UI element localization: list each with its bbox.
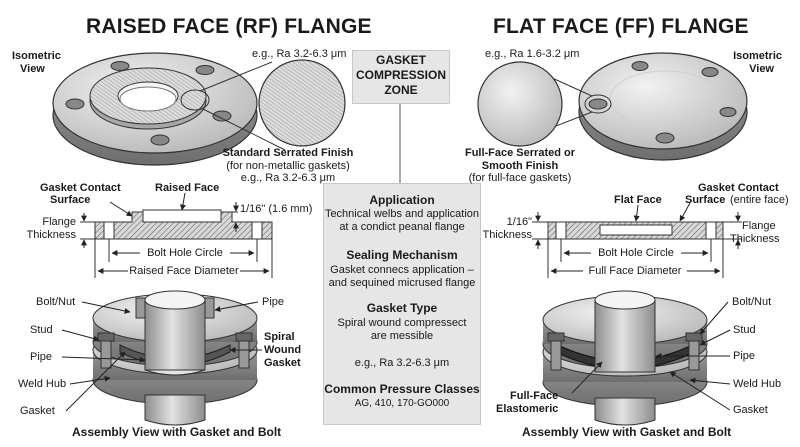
ff-finish-title-2: Smooth Finish <box>481 160 559 172</box>
rf-height-label: 1/16" (1.6 mm) <box>240 203 313 215</box>
rf-isometric-label-2: View <box>20 63 45 75</box>
rf-gasket-contact-1: Gasket Contact <box>40 182 121 194</box>
ff-gasket-label: Gasket <box>733 404 768 416</box>
pressure-title: Common Pressure Classes <box>324 382 480 396</box>
rf-finish-title: Standard Serrated Finish <box>222 147 354 159</box>
zone-line-3: ZONE <box>384 83 418 97</box>
ff-finish-title-1: Full-Face Serrated or <box>464 147 576 159</box>
zone-line-2: COMPRESSION <box>355 68 446 82</box>
ff-isometric-flange <box>578 52 748 161</box>
gasket-type-title: Gasket Type <box>366 301 438 315</box>
ff-elastomeric-label-1: Full-Face <box>510 390 559 402</box>
center-ra: e.g., Ra 3.2-6.3 μm <box>354 357 450 369</box>
rf-pipe-top-label: Pipe <box>262 296 285 308</box>
application-text-2: at a condict peanal flange <box>339 221 465 233</box>
ff-assembly-caption: Assembly View with Gasket and Bolt <box>522 425 732 439</box>
ff-flange-thickness-1: Flange <box>742 220 776 232</box>
rf-isometric-label-1: Isometric <box>12 50 61 62</box>
rf-stud-label: Stud <box>30 324 53 336</box>
rf-finish-note: (for non-metallic gaskets) <box>226 160 350 172</box>
rf-isometric-flange <box>52 52 258 166</box>
ff-cross-section <box>532 202 742 278</box>
ff-flange-thickness-2: Thickness <box>730 233 780 245</box>
sealing-text-2: and sequined micrused flange <box>328 277 476 289</box>
ff-flat-face-label: Flat Face <box>614 194 662 206</box>
rf-flange-thickness-1: Flange <box>42 216 76 228</box>
rf-spiral-label-3: Gasket <box>264 357 301 369</box>
sealing-title: Sealing Mechanism <box>346 248 458 262</box>
rf-gasket-label: Gasket <box>20 405 55 417</box>
gasket-type-text-2: are messible <box>370 330 434 342</box>
gasket-type-text-1: Spiral wound compressect <box>337 317 467 329</box>
ff-height-label-1: 1/16" <box>506 216 532 228</box>
rf-assembly-drawing <box>61 290 262 426</box>
rf-roughness-top: e.g., Ra 3.2-6.3 μm <box>252 48 347 60</box>
ff-full-face-diameter: Full Face Diameter <box>583 265 687 278</box>
rf-finish-ra: e.g., Ra 3.2-6.3 μm <box>240 172 336 184</box>
rf-assembly-caption: Assembly View with Gasket and Bolt <box>72 425 282 439</box>
rf-finish-magnifier <box>180 59 346 151</box>
application-title: Application <box>369 193 435 207</box>
center-info-panel: Application Technical welbs and applicat… <box>323 183 481 425</box>
rf-spiral-label-1: Spiral <box>264 331 295 343</box>
rf-title: RAISED FACE (RF) FLANGE <box>86 15 372 38</box>
ff-assembly-drawing <box>542 290 731 426</box>
application-text-1: Technical welbs and application <box>324 208 480 220</box>
rf-bolt-hole-circle: Bolt Hole Circle <box>140 247 230 260</box>
ff-elastomeric-label-2: Elastomeric <box>496 403 559 415</box>
rf-pipe-label: Pipe <box>30 351 53 363</box>
zone-line-1: GASKET <box>375 53 426 67</box>
ff-gasket-contact-3: (entire face) <box>730 194 789 206</box>
ff-weld-hub-label: Weld Hub <box>733 378 782 390</box>
ff-height-label-2: Thickness <box>482 229 532 241</box>
rf-gasket-contact-2: Surface <box>50 194 91 206</box>
rf-flange-thickness-2: Thickness <box>26 229 76 241</box>
rf-spiral-label-2: Wound <box>264 344 302 356</box>
rf-weld-hub-label: Weld Hub <box>18 378 67 390</box>
rf-bolt-nut-label: Bolt/Nut <box>36 296 76 308</box>
ff-gasket-contact-1: Gasket Contact <box>698 182 779 194</box>
ff-finish-note: (for full-face gaskets) <box>468 172 572 184</box>
sealing-text-1: Gasket connecs application – <box>330 264 474 276</box>
ff-bolt-nut-label: Bolt/Nut <box>732 296 772 308</box>
ff-title: FLAT FACE (FF) FLANGE <box>493 15 749 38</box>
ff-isometric-label-1: Isometric <box>733 50 782 62</box>
ff-finish-magnifier <box>477 61 612 147</box>
rf-raised-face-diameter: Raised Face Diameter <box>128 265 240 278</box>
ff-roughness-top: e.g., Ra 1.6-3.2 μm <box>485 48 580 60</box>
ff-pipe-label: Pipe <box>733 350 756 362</box>
ff-bolt-hole-circle: Bolt Hole Circle <box>591 247 681 260</box>
rf-cross-section <box>80 192 273 278</box>
rf-raised-face-label: Raised Face <box>155 182 220 194</box>
ff-stud-label: Stud <box>733 324 756 336</box>
gasket-compression-zone-box: GASKET COMPRESSION ZONE <box>352 50 450 104</box>
ff-gasket-contact-2: Surface <box>685 194 726 206</box>
ff-isometric-label-2: View <box>749 63 774 75</box>
pressure-text: AG, 410, 170-GO000 <box>354 398 450 409</box>
